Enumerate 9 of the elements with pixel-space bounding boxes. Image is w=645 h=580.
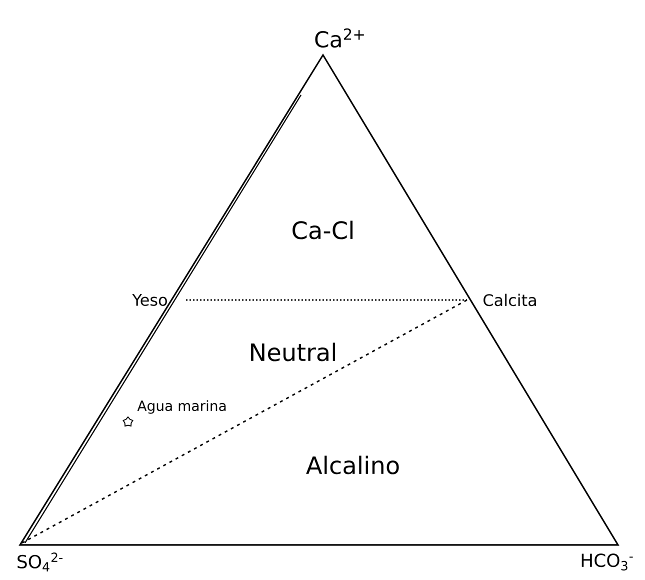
- region-label: Ca-Cl: [292, 220, 353, 240]
- point-label: Yeso: [132, 294, 167, 306]
- vertex-label: SO$_{4}$2-: [18, 552, 62, 572]
- region-label: Alcalino: [306, 456, 399, 474]
- point-label: Agua marina: [137, 400, 226, 414]
- region-label: Neutral: [251, 342, 336, 362]
- point-label: Calcita: [484, 294, 536, 306]
- vertex-label: HCO$_{3}$-: [582, 554, 633, 570]
- vertex-label: Ca$^{2+}$: [315, 28, 364, 48]
